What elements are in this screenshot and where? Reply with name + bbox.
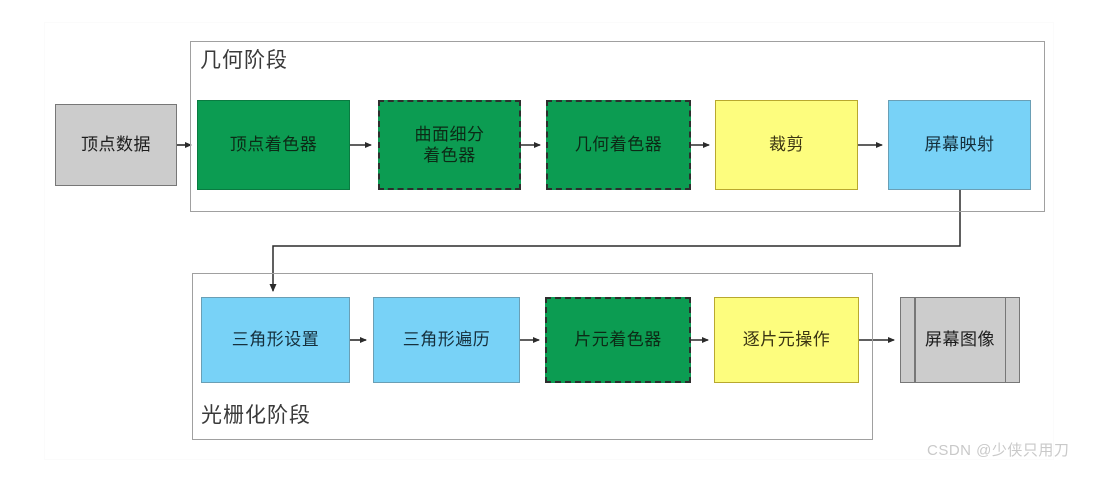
node-screen-image[interactable]: 屏幕图像	[900, 297, 1020, 383]
node-screen-mapping[interactable]: 屏幕映射	[888, 100, 1031, 190]
stage-container-rasterization	[192, 273, 873, 440]
stage-label-rasterization: 光栅化阶段	[201, 404, 311, 427]
node-vertex-data[interactable]: 顶点数据	[55, 104, 177, 186]
stage-label-geometry: 几何阶段	[200, 49, 288, 72]
node-tessellation-shader[interactable]: 曲面细分 着色器	[378, 100, 521, 190]
node-tessellation-shader-label: 曲面细分 着色器	[415, 124, 485, 167]
node-vertex-shader[interactable]: 顶点着色器	[197, 100, 350, 190]
node-triangle-traversal-label: 三角形遍历	[402, 330, 491, 350]
node-tessellation-shader-line2: 着色器	[423, 146, 476, 165]
node-screen-mapping-label: 屏幕映射	[924, 135, 995, 155]
node-tessellation-shader-line1: 曲面细分	[414, 124, 485, 144]
node-fragment-shader-label: 片元着色器	[574, 330, 662, 350]
node-vertex-data-label: 顶点数据	[81, 135, 151, 155]
node-geometry-shader[interactable]: 几何着色器	[546, 100, 691, 190]
diagram-outer-frame	[44, 22, 1054, 460]
node-per-fragment-ops[interactable]: 逐片元操作	[714, 297, 859, 383]
node-triangle-setup-label: 三角形设置	[231, 330, 320, 350]
edge-screen-mapping-to-triangle-setup	[269, 188, 961, 292]
node-triangle-traversal[interactable]: 三角形遍历	[373, 297, 520, 383]
node-triangle-setup[interactable]: 三角形设置	[201, 297, 350, 383]
node-screen-image-label: 屏幕图像	[925, 330, 995, 350]
node-fragment-shader[interactable]: 片元着色器	[545, 297, 691, 383]
node-clipping[interactable]: 裁剪	[715, 100, 858, 190]
node-geometry-shader-label: 几何着色器	[574, 135, 663, 155]
node-per-fragment-ops-label: 逐片元操作	[742, 330, 831, 350]
stage-container-geometry	[190, 41, 1045, 212]
node-vertex-shader-label: 顶点着色器	[229, 135, 318, 155]
watermark-text: CSDN @少侠只用刀	[927, 442, 1070, 459]
node-clipping-label: 裁剪	[769, 135, 804, 155]
